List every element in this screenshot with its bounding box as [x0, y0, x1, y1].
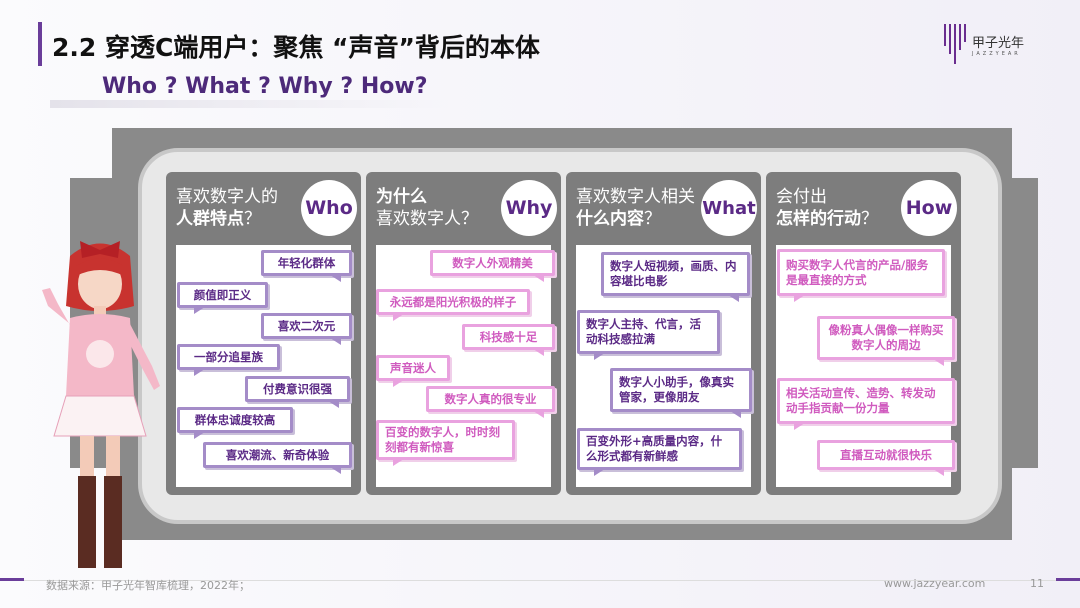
- column-how: 会付出怎样的行动？ How 购买数字人代言的产品/服务是最直接的方式 像粉真人偶…: [766, 172, 961, 495]
- bubble: 直播互动就很快乐: [817, 440, 955, 476]
- footer-url[interactable]: www.jazzyear.com: [884, 577, 986, 590]
- footer-divider: [0, 580, 1080, 581]
- tag-circle: Why: [501, 180, 557, 236]
- bubble: 数字人短视频，画质、内容堪比电影: [601, 252, 750, 302]
- page-title: 2.2 穿透C端用户：聚焦 “声音”背后的本体: [52, 33, 540, 62]
- logo-en: JAZZYEAR: [972, 50, 1021, 57]
- tag-circle: What: [701, 180, 757, 236]
- bubble: 群体忠诚度较高: [177, 407, 293, 439]
- question-line1: 为什么: [376, 187, 427, 207]
- bubble: 付费意识很强: [245, 376, 350, 408]
- bubble: 喜欢二次元: [261, 313, 352, 345]
- bubble: 永远都是阳光积极的样子: [376, 289, 530, 321]
- bubble: 相关活动宣传、造势、转发动动手指贡献一份力量: [777, 378, 955, 430]
- page-subtitle: Who ? What ? Why ? How?: [102, 74, 428, 99]
- bubble: 年轻化群体: [261, 250, 352, 282]
- bubble: 喜欢潮流、新奇体验: [203, 442, 352, 474]
- footer-accent-left: [0, 578, 24, 581]
- bubble: 数字人主持、代言，活动科技感拉满: [577, 310, 720, 360]
- column-who: 喜欢数字人的人群特点？ Who 年轻化群体 颜值即正义 喜欢二次元 一部分追星族…: [166, 172, 361, 495]
- bubble: 像粉真人偶像一样购买数字人的周边: [817, 316, 955, 366]
- bubble: 数字人外观精美: [430, 250, 555, 282]
- bubble: 数字人真的很专业: [426, 386, 555, 418]
- title-accent-bar: [38, 22, 42, 66]
- bubble: 数字人小助手，像真实管家，更像朋友: [610, 368, 752, 418]
- bubble: 声音迷人: [376, 355, 450, 387]
- question-line1: 喜欢数字人的: [176, 187, 278, 207]
- subtitle-band: [50, 100, 450, 108]
- logo-mark-icon: [944, 24, 966, 64]
- bubble: 购买数字人代言的产品/服务是最直接的方式: [777, 249, 945, 302]
- bubble: 百变的数字人，时时刻刻都有新惊喜: [376, 420, 515, 466]
- question-line1: 会付出: [776, 187, 827, 207]
- logo-name: 甲子光年: [972, 35, 1025, 51]
- page-number: 11: [1030, 577, 1044, 590]
- bubble: 一部分追星族: [177, 344, 280, 376]
- bubble: 颜值即正义: [177, 282, 268, 314]
- tag-circle: How: [901, 180, 957, 236]
- question-line2: 什么内容: [576, 209, 644, 229]
- question-line2: 怎样的行动: [776, 209, 861, 229]
- question-line2: 喜欢数字人: [376, 209, 461, 229]
- digital-human-avatar: [42, 241, 160, 568]
- column-what: 喜欢数字人相关什么内容？ What 数字人短视频，画质、内容堪比电影 数字人主持…: [566, 172, 761, 495]
- question-line2: 人群特点: [176, 209, 244, 229]
- footer-accent-right: [1056, 578, 1080, 581]
- question-mark: ？: [244, 209, 261, 229]
- tag-circle: Who: [301, 180, 357, 236]
- bubble: 科技感十足: [462, 324, 555, 356]
- column-why: 为什么喜欢数字人？ Why 数字人外观精美 永远都是阳光积极的样子 科技感十足 …: [366, 172, 561, 495]
- question-mark: ？: [461, 209, 478, 229]
- question-mark: ？: [861, 209, 878, 229]
- question-line1: 喜欢数字人相关: [576, 187, 695, 207]
- bubble: 百变外形+高质量内容，什么形式都有新鲜感: [577, 428, 742, 476]
- question-mark: ？: [644, 209, 661, 229]
- data-source: 数据来源：甲子光年智库梳理，2022年；: [46, 579, 250, 592]
